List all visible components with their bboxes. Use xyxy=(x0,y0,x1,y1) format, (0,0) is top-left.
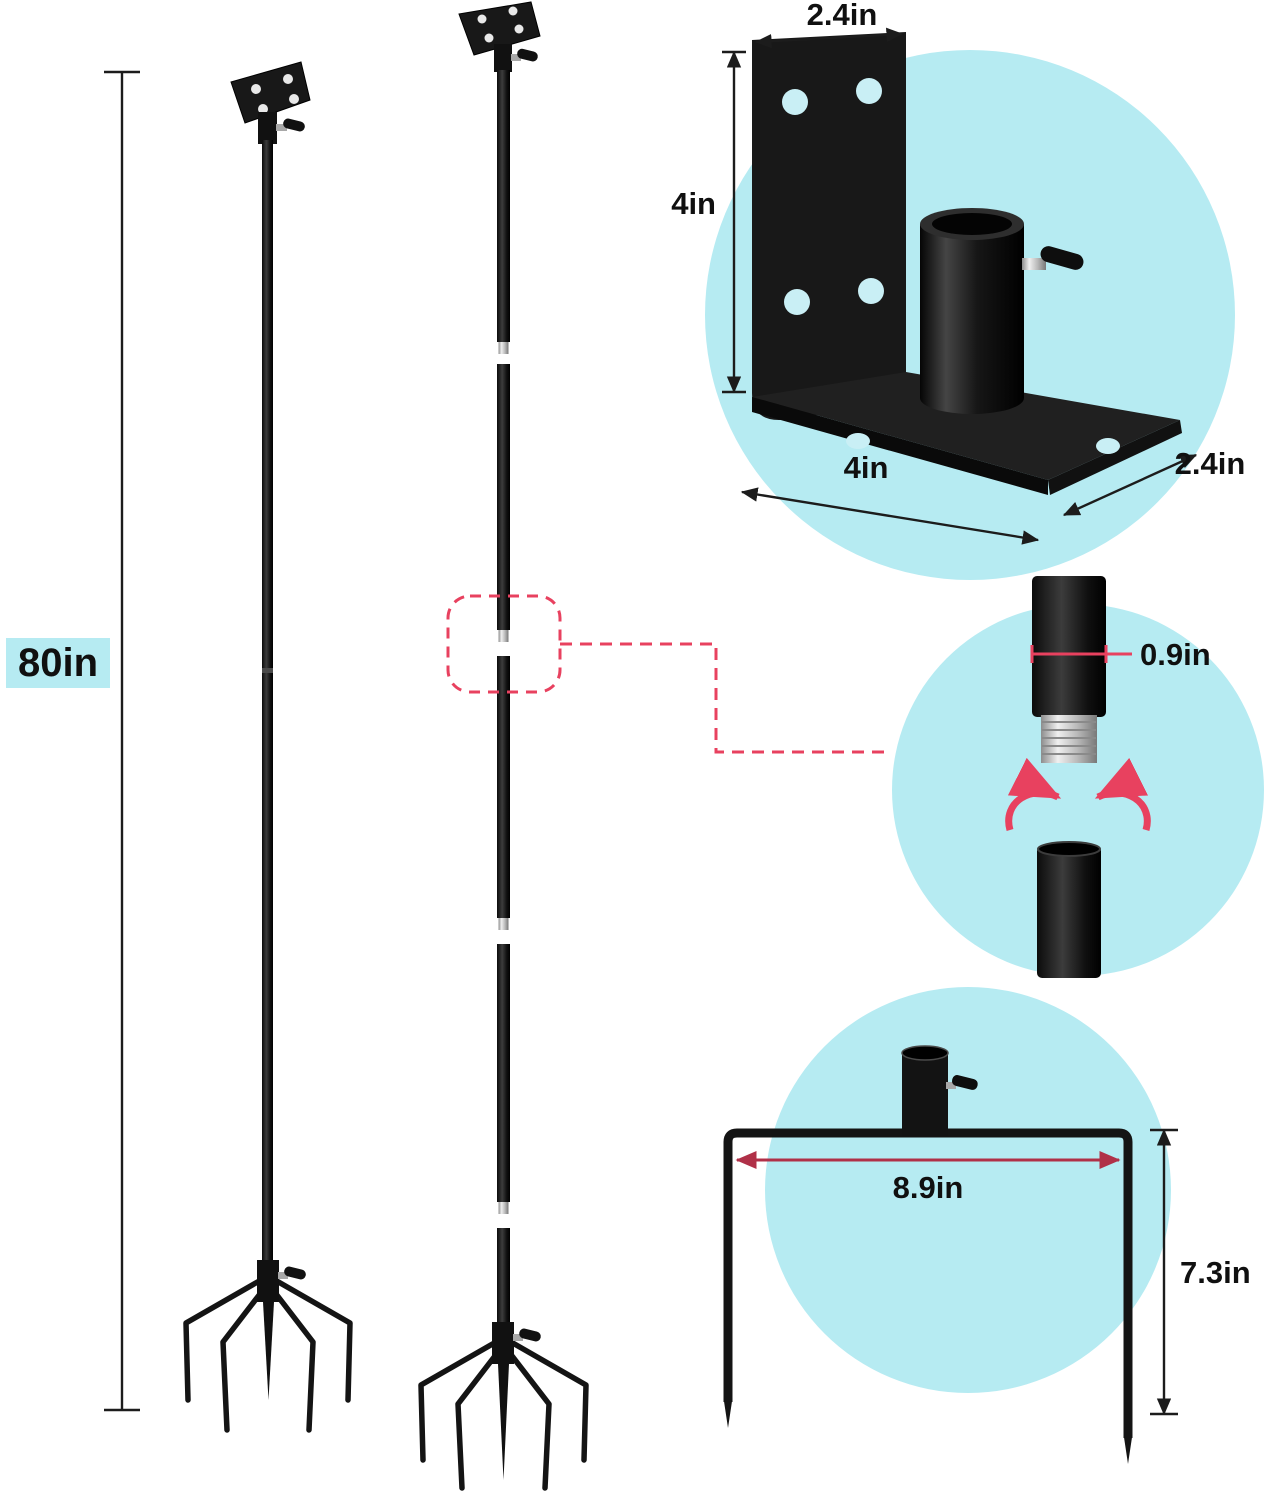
thread-joint xyxy=(498,1202,509,1214)
ground-stake-detail: 8.9in 7.3in xyxy=(723,987,1251,1464)
assembled-pole xyxy=(183,61,353,1433)
stake-socket-wing-screw xyxy=(951,1075,978,1090)
pole-joint-line xyxy=(262,668,273,673)
wing-screw-stem xyxy=(276,124,287,131)
thread-joint-detail: 0.9in xyxy=(892,576,1264,978)
stake-collar-2 xyxy=(492,1322,514,1364)
pole-segments xyxy=(497,70,510,1332)
wall-bracket xyxy=(230,61,311,144)
rotation-arrow-left-icon xyxy=(1005,757,1062,831)
pole-height-label: 80in xyxy=(18,641,98,685)
bracket-socket xyxy=(258,112,277,144)
stake-width-label: 8.9in xyxy=(893,1170,964,1205)
stake-height-dimension xyxy=(1150,1128,1178,1416)
wall-bracket-2 xyxy=(458,1,541,72)
thread-ridges xyxy=(1042,721,1096,755)
bracket-screw-holes-2 xyxy=(477,6,524,43)
bracket-screw-holes xyxy=(251,74,299,114)
socket-wing-screw xyxy=(1040,246,1084,270)
stake-wing-screw xyxy=(284,1266,306,1280)
bracket-top-width-dimension xyxy=(754,27,904,49)
ground-stake-2 xyxy=(418,1322,589,1491)
pole-segment xyxy=(497,70,510,342)
wing-screw xyxy=(283,118,305,132)
height-label-highlight xyxy=(6,638,110,688)
callout-connector-line xyxy=(560,642,886,754)
pole-segment xyxy=(497,656,510,918)
stake-socket xyxy=(902,1052,948,1136)
stake-wing-screw-2 xyxy=(519,1328,541,1342)
bracket-base-plate xyxy=(752,372,1180,480)
bracket-plate-height-dimension xyxy=(722,50,746,394)
bracket-plate-2 xyxy=(458,1,541,56)
rotation-arrow-right-icon xyxy=(1094,757,1151,831)
stake-spike xyxy=(263,1302,274,1400)
stake-wing-screw-stem xyxy=(278,1272,288,1279)
stake-spike-2 xyxy=(498,1364,509,1480)
stake-collar xyxy=(257,1260,279,1302)
base-plate-front-edge xyxy=(752,397,1048,495)
pole-segment xyxy=(497,944,510,1202)
thread-joint xyxy=(498,342,509,354)
stake-height-label: 7.3in xyxy=(1180,1255,1251,1290)
stake-wing-screw-stem-2 xyxy=(513,1334,523,1341)
stake-right-tip xyxy=(1123,1434,1133,1464)
stake-socket-opening xyxy=(901,1045,949,1061)
pole-segment xyxy=(497,364,510,630)
sectioned-pole xyxy=(418,1,886,1491)
lower-pole-end xyxy=(1037,846,1101,978)
pole-segment xyxy=(497,1228,510,1332)
bracket-plate-height-label: 4in xyxy=(671,186,716,221)
bracket-top-width-label: 2.4in xyxy=(807,0,878,32)
ground-stake xyxy=(183,1260,353,1433)
detail-circle-thread xyxy=(892,604,1264,976)
thread-joint xyxy=(498,630,509,642)
bracket-detail: 2.4in 4in 4in 2.4in xyxy=(671,0,1245,580)
stake-legs-2 xyxy=(418,1339,589,1491)
socket-wing-screw-stem xyxy=(1022,258,1046,270)
pole-diameter-dimension xyxy=(1030,645,1132,663)
bracket-base-width-dimension xyxy=(740,487,1040,545)
bracket-socket-2 xyxy=(494,44,512,72)
upper-pole-end xyxy=(1032,576,1106,717)
bracket-base-width-label: 4in xyxy=(844,450,889,485)
pole-socket-cylinder xyxy=(920,224,1024,414)
pole-diameter-label: 0.9in xyxy=(1140,637,1211,672)
stake-legs xyxy=(183,1277,353,1433)
lower-pole-opening xyxy=(1037,841,1101,857)
base-plate-holes xyxy=(846,433,1120,454)
bracket-base-depth-dimension xyxy=(1062,453,1198,517)
stake-left-tip xyxy=(723,1398,733,1428)
vertical-plate-holes xyxy=(782,78,884,315)
socket-opening xyxy=(932,213,1012,235)
wing-screw-2 xyxy=(517,48,538,62)
overall-height-dimension: 80in xyxy=(6,70,140,1412)
pole-shaft xyxy=(262,140,273,1270)
thread-joint xyxy=(498,918,509,930)
wing-screw-stem-2 xyxy=(511,54,521,61)
stake-socket-screw-stem xyxy=(946,1082,956,1089)
bracket-base-depth-label: 2.4in xyxy=(1175,446,1246,481)
detail-circle-stake xyxy=(765,987,1171,1393)
bracket-vertical-plate xyxy=(752,32,906,420)
